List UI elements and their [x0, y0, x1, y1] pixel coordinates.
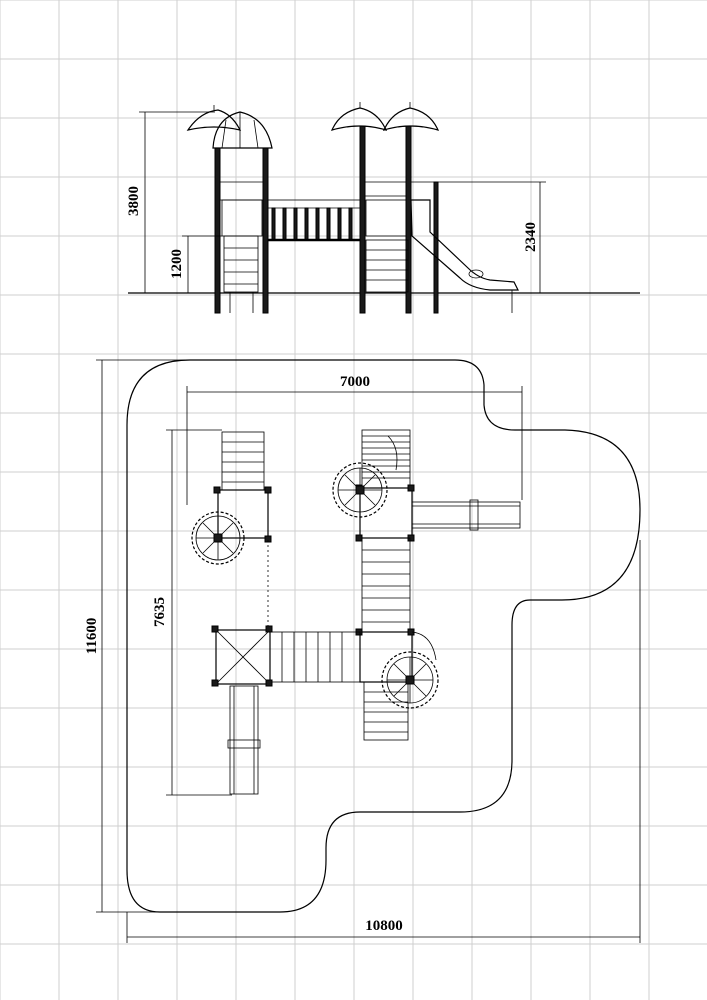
dim-7000: 7000	[340, 374, 370, 390]
dim-11600: 11600	[84, 618, 100, 655]
side-elevation: 3800 1200 2340	[126, 102, 640, 314]
dim-1200: 1200	[169, 249, 185, 279]
plan-view: 7000 7635 11600 10800	[84, 359, 641, 943]
dim-3800: 3800	[126, 186, 142, 216]
dim-2340: 2340	[523, 222, 539, 252]
dim-7635: 7635	[152, 597, 168, 627]
dim-10800: 10800	[365, 918, 403, 934]
